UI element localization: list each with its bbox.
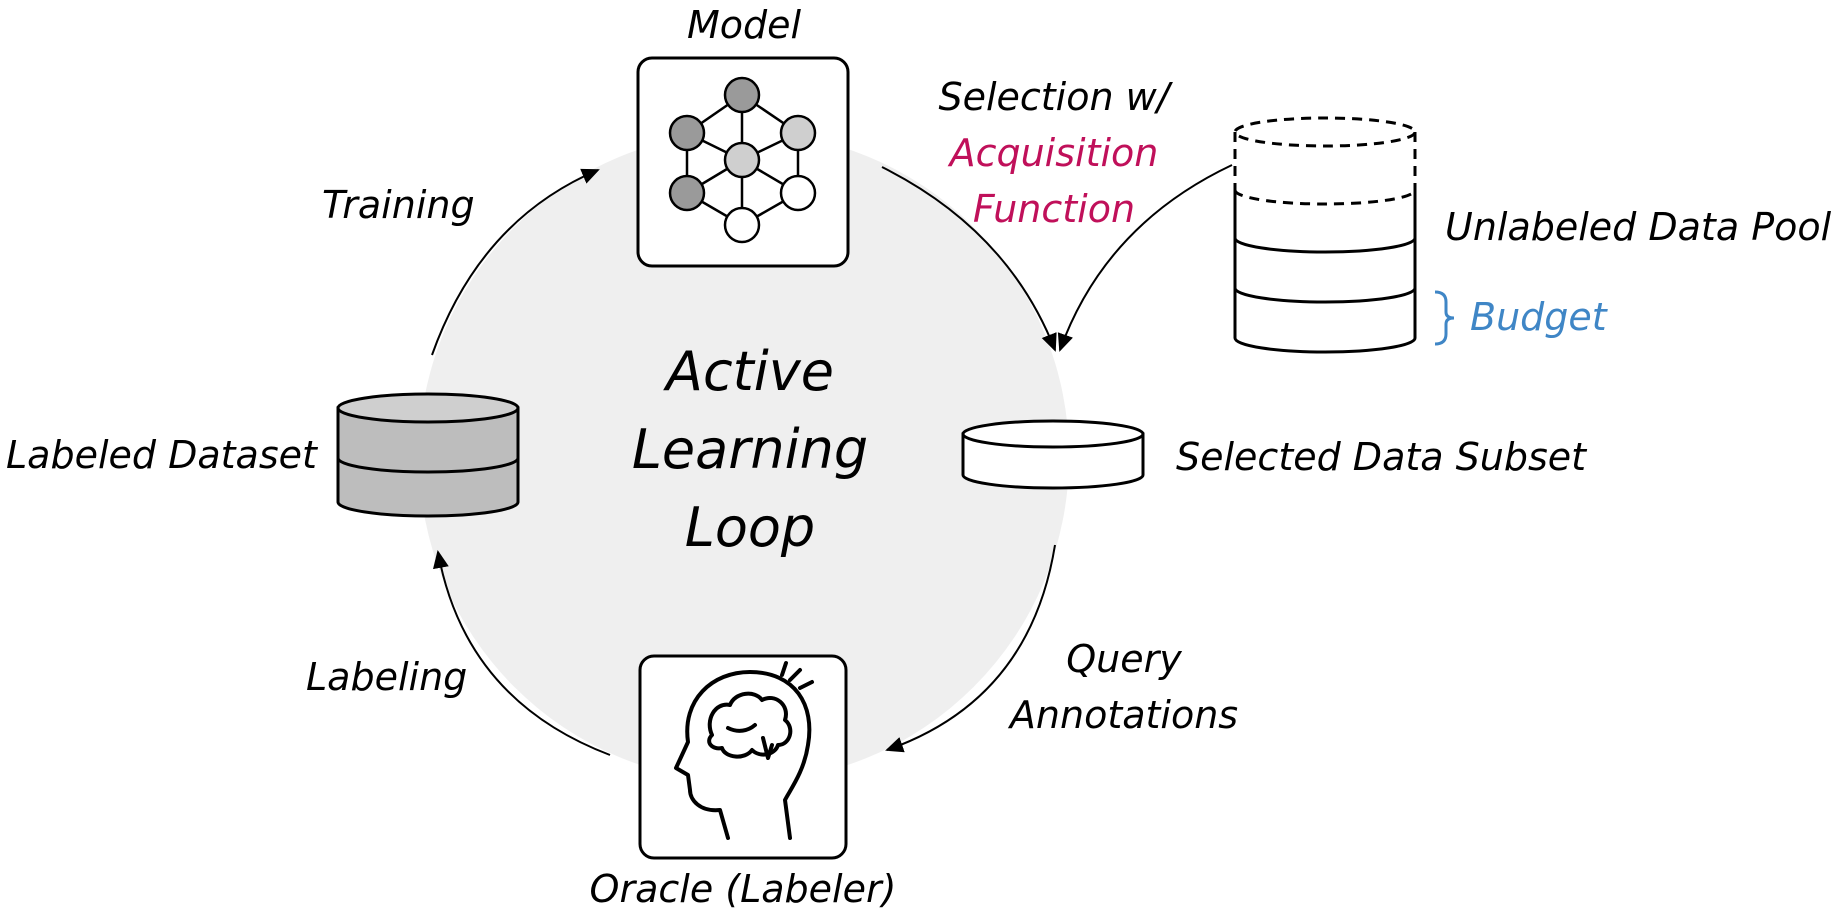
query-label-line-1: Query (1066, 637, 1182, 681)
acquisition-label-line-2: Acquisition (947, 131, 1159, 175)
unlabeled-pool-label: Unlabeled Data Pool (1445, 205, 1832, 249)
center-title-line-2: Learning (632, 418, 868, 481)
head-brain-icon (674, 661, 814, 840)
labeled-dataset-icon (336, 392, 520, 518)
model-label: Model (687, 3, 802, 47)
model-node (636, 56, 850, 268)
budget-label: Budget (1470, 295, 1609, 339)
query-label-line-2: Annotations (1007, 693, 1238, 737)
selected-subset-label: Selected Data Subset (1176, 435, 1588, 479)
oracle-label: Oracle (Labeler) (590, 867, 897, 911)
labeled-dataset-label: Labeled Dataset (6, 433, 319, 477)
selected-subset-icon (961, 419, 1145, 490)
labeling-arrow (433, 550, 611, 756)
unlabeled-pool-icon (1233, 116, 1417, 354)
brace-icon (1434, 290, 1455, 346)
oracle-node (638, 654, 848, 860)
training-arrow (431, 168, 600, 356)
training-label: Training (322, 183, 475, 227)
pool-to-selection-arrow (1057, 164, 1233, 352)
selection-arrow (881, 166, 1057, 352)
center-title-line-1: Active (663, 340, 834, 403)
selection-label-line-1: Selection w/ (938, 75, 1173, 119)
neural-network-icon (668, 76, 817, 244)
query-arrow (885, 544, 1056, 753)
acquisition-label-line-3: Function (973, 187, 1135, 231)
labeling-label: Labeling (306, 655, 467, 699)
center-title-line-3: Loop (685, 496, 815, 559)
loop-background-circle (419, 132, 1069, 782)
